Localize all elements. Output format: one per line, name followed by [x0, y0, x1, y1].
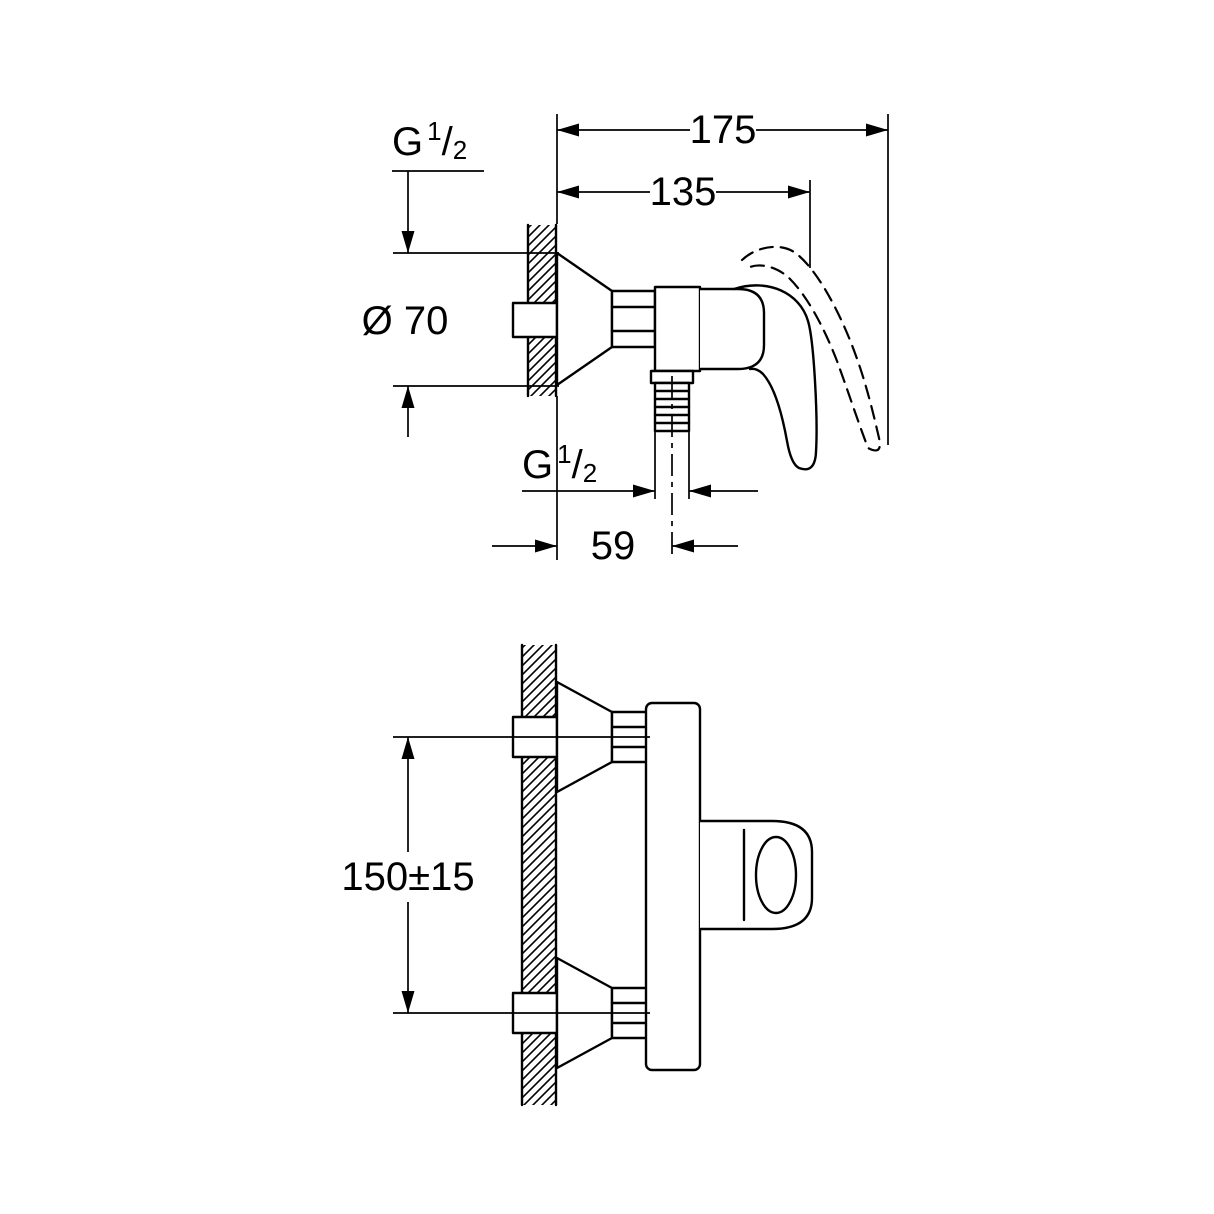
lever-handle-raised-dashed	[740, 245, 881, 452]
dim-label-total-depth: 175	[690, 108, 757, 152]
front-view-dimensions: 150±15	[341, 736, 650, 1014]
front-view: 150±15	[341, 643, 814, 1107]
valve-body	[653, 285, 702, 373]
handle-knob	[700, 819, 814, 931]
dim-label-inlet-spacing: 150±15	[341, 855, 474, 899]
wall-hatch	[522, 645, 557, 1105]
escutcheon	[555, 251, 614, 387]
dim-label-body-depth: 135	[650, 170, 717, 214]
lever-handle	[732, 284, 818, 471]
cartridge-cap	[700, 287, 766, 371]
hex-nut	[610, 289, 657, 349]
inlet-pipe	[511, 301, 559, 339]
valve-body-front	[644, 701, 702, 1072]
flange-diameter-label: Ø 70	[362, 299, 449, 343]
dim-label-outlet-offset: 59	[591, 524, 636, 568]
